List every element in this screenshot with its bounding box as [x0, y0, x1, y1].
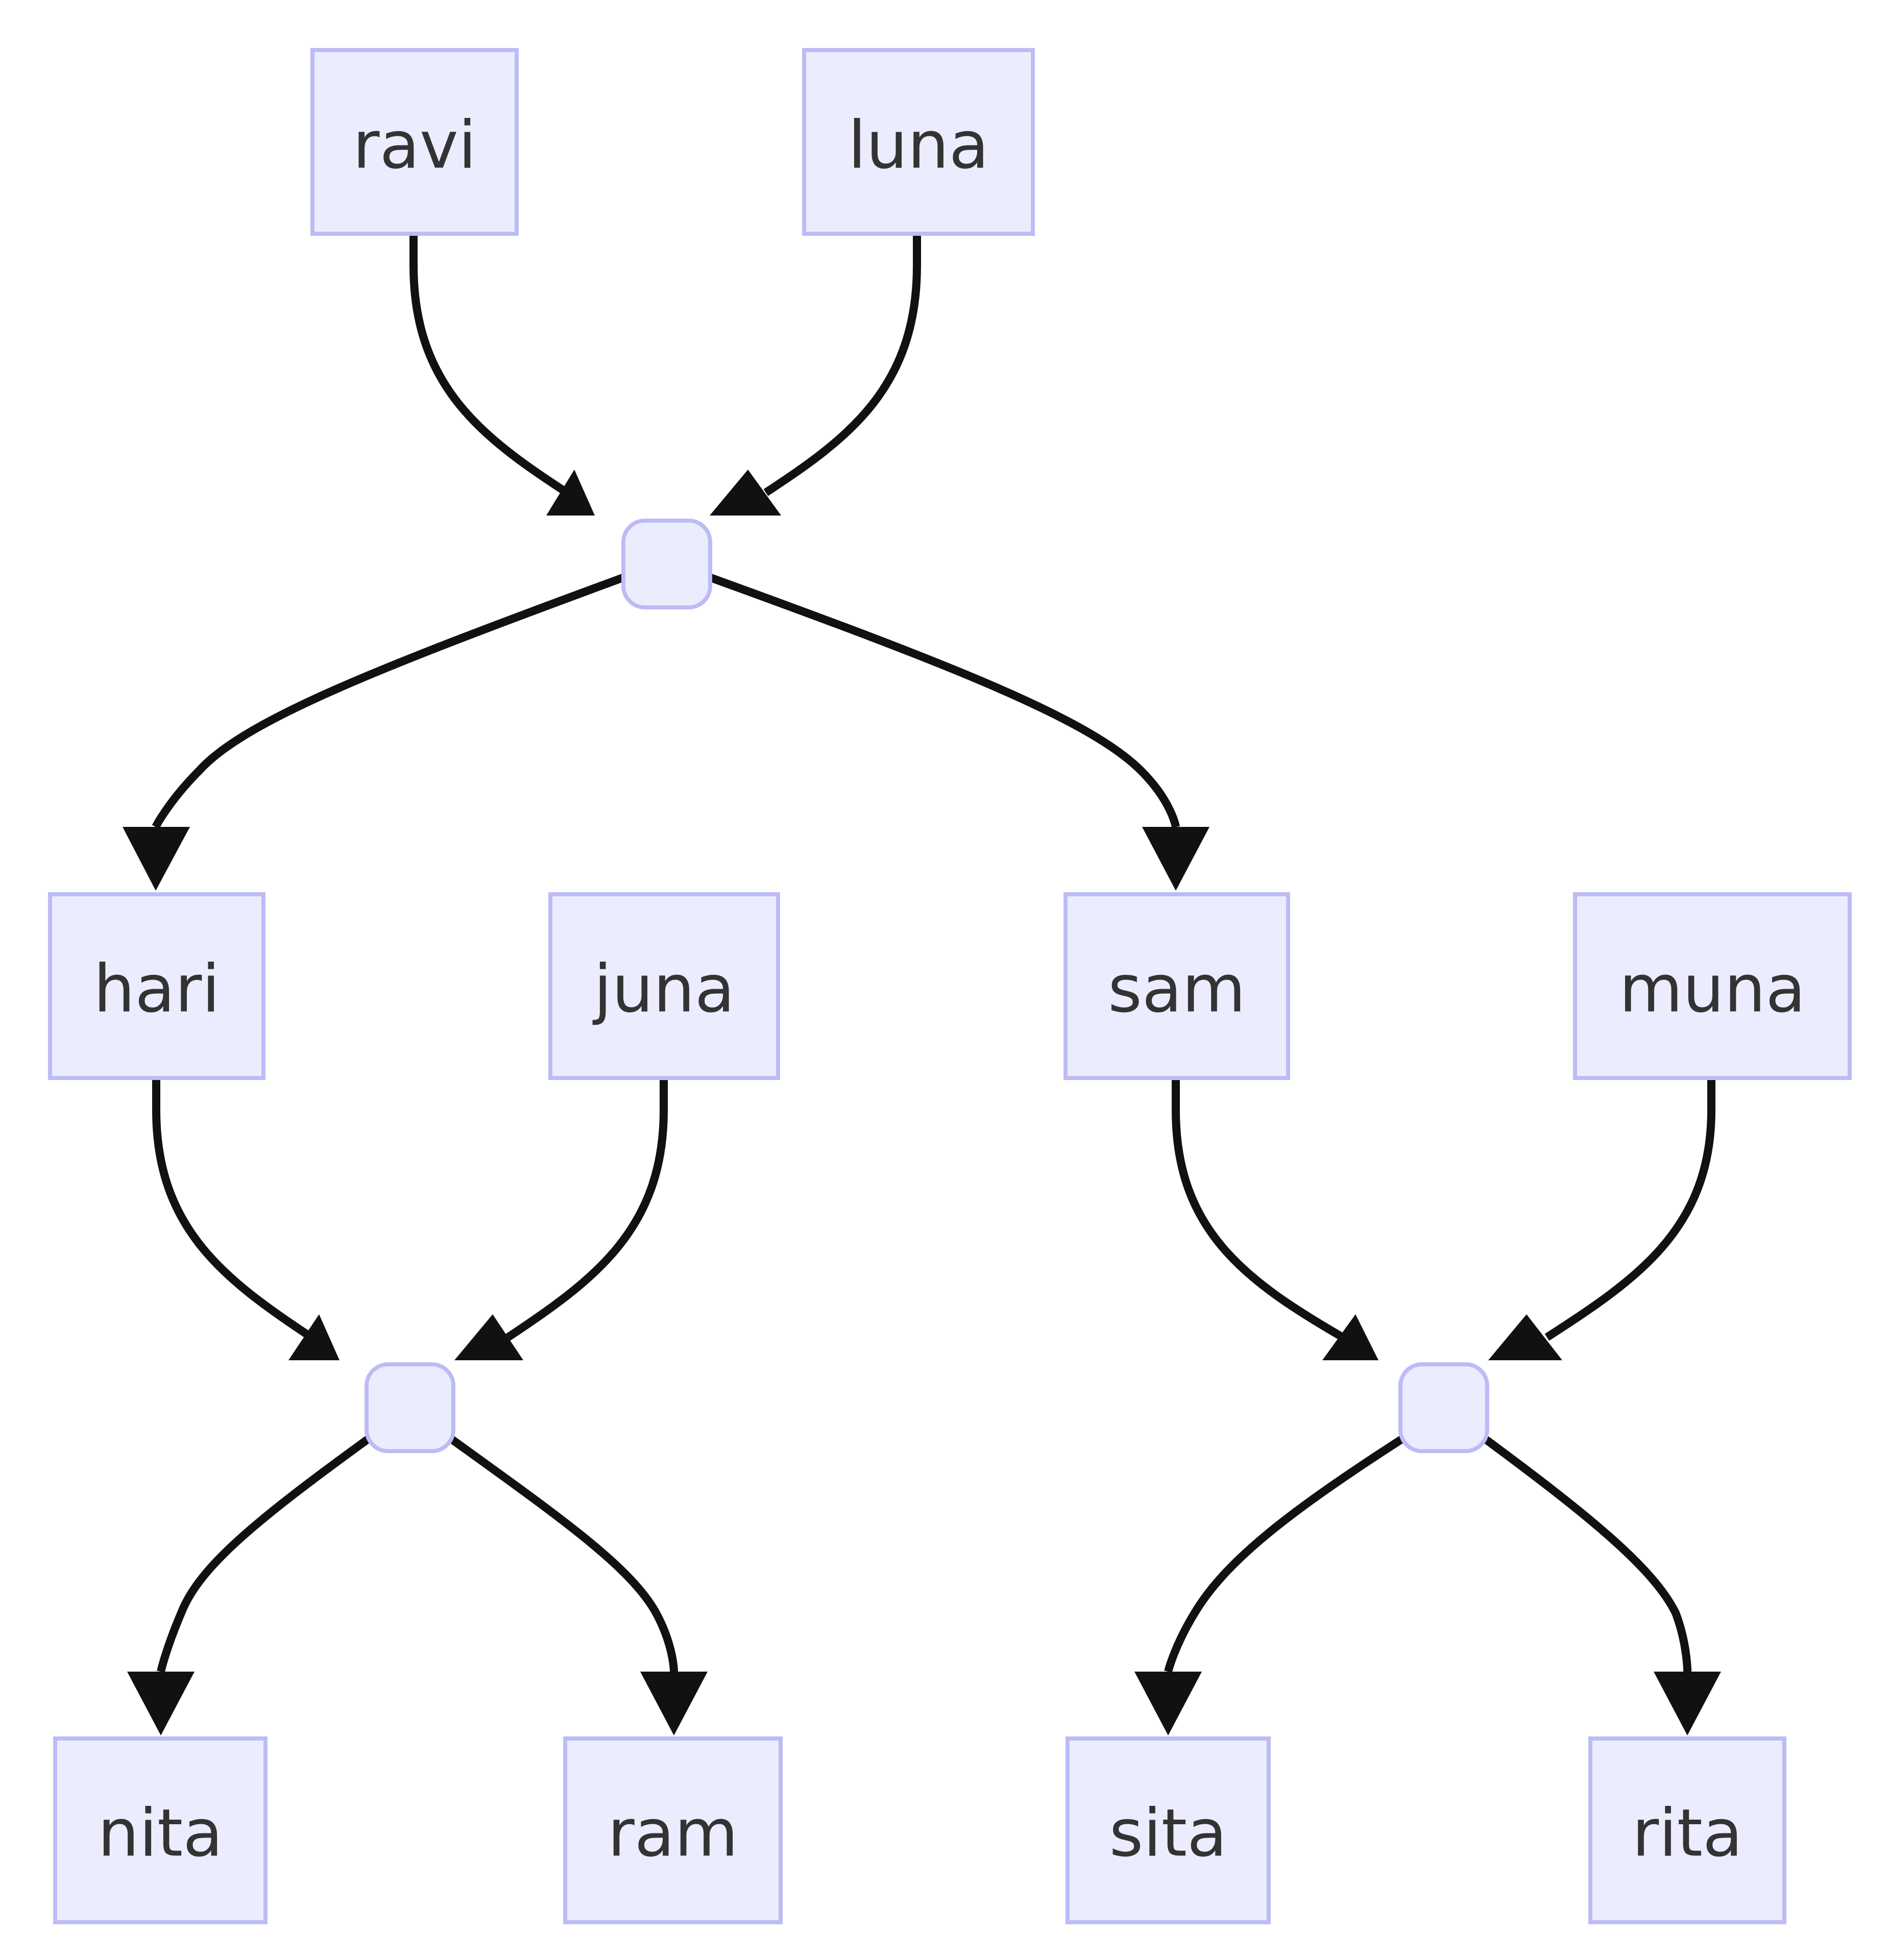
arrowhead	[640, 1672, 708, 1735]
node-nita-label: nita	[98, 1796, 223, 1872]
edge-sam-to-union-3	[1172, 1080, 1345, 1341]
union-node-2[interactable]	[365, 1362, 455, 1453]
edge-ravi-to-union-1	[409, 235, 569, 496]
edge-union-1-to-sam	[707, 573, 1180, 828]
edge-union-2-to-nita	[157, 1436, 370, 1673]
edge-muna-to-union-3	[1544, 1080, 1715, 1341]
edge-union-3-to-sita	[1164, 1436, 1404, 1673]
node-ram[interactable]: ram	[563, 1736, 783, 1924]
node-rita[interactable]: rita	[1588, 1736, 1786, 1924]
node-luna[interactable]: luna	[802, 48, 1035, 236]
node-sam[interactable]: sam	[1063, 892, 1290, 1080]
arrowhead	[454, 1314, 523, 1360]
node-rita-label: rita	[1632, 1796, 1743, 1872]
arrowhead	[123, 827, 190, 891]
edge-union-2-to-ram	[449, 1436, 678, 1672]
edge-luna-to-union-1	[763, 235, 921, 496]
arrowhead	[546, 470, 595, 516]
edge-union-1-to-hari	[152, 573, 627, 829]
node-ravi[interactable]: ravi	[310, 48, 519, 236]
node-ravi-label: ravi	[353, 108, 476, 184]
union-node-1[interactable]	[621, 519, 712, 609]
arrowhead	[1322, 1314, 1378, 1360]
node-sita[interactable]: sita	[1066, 1736, 1271, 1924]
edges	[123, 235, 1721, 1735]
edge-union-3-to-rita	[1483, 1436, 1691, 1672]
arrowhead	[127, 1672, 195, 1735]
node-muna-label: muna	[1619, 951, 1805, 1027]
node-hari-label: hari	[93, 951, 220, 1027]
node-juna-label: juna	[592, 951, 735, 1027]
arrowhead	[1654, 1672, 1721, 1735]
node-nita[interactable]: nita	[53, 1736, 268, 1924]
arrowhead	[1142, 827, 1209, 891]
arrowhead	[1134, 1672, 1202, 1735]
union-node-3[interactable]	[1398, 1362, 1489, 1453]
arrowhead	[288, 1314, 340, 1360]
node-ram-label: ram	[608, 1796, 738, 1872]
arrowhead	[1488, 1314, 1562, 1360]
node-muna[interactable]: muna	[1573, 892, 1852, 1080]
node-sam-label: sam	[1108, 951, 1246, 1027]
arrowhead	[710, 470, 781, 516]
node-hari[interactable]: hari	[48, 892, 265, 1080]
node-luna-label: luna	[848, 108, 989, 184]
node-sita-label: sita	[1109, 1796, 1227, 1872]
edge-juna-to-union-2	[505, 1080, 668, 1341]
node-juna[interactable]: juna	[548, 892, 780, 1080]
edge-hari-to-union-2	[152, 1080, 314, 1341]
